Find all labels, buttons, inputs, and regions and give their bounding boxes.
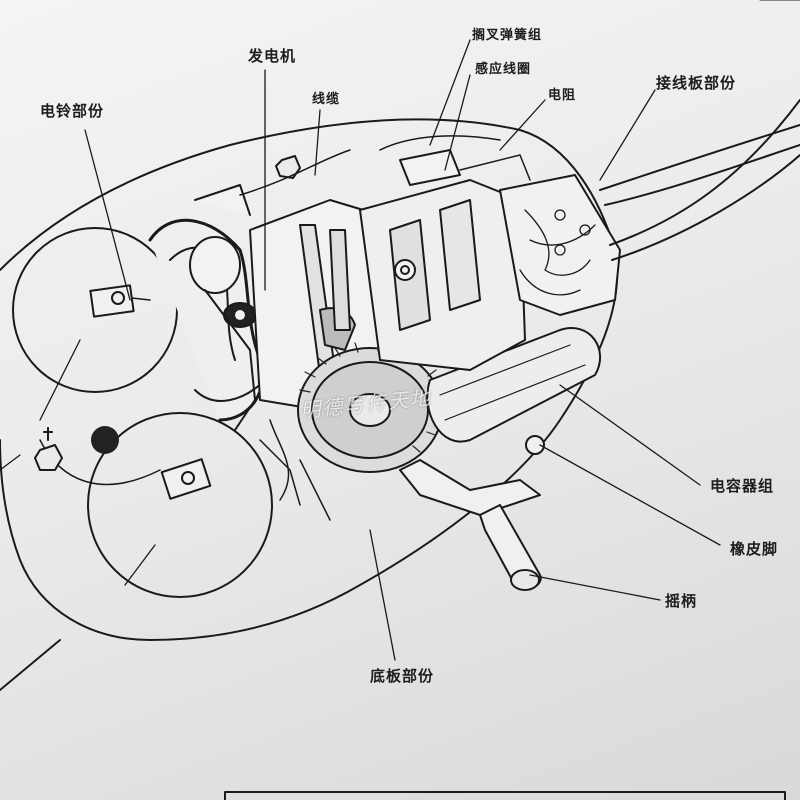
- capacitor-block: [426, 327, 601, 443]
- label-generator: 发电机: [248, 47, 297, 65]
- label-capacitor: 电容器组: [710, 477, 775, 495]
- external-cable: [599, 124, 800, 191]
- label-induction-coil: 感应线圈: [475, 62, 532, 77]
- bottom-frame: [224, 791, 786, 800]
- label-bell: 电铃部份: [40, 102, 105, 120]
- leader-rubber-foot: [539, 444, 721, 546]
- bell-right: [87, 412, 273, 598]
- base-plate-outline: [0, 118, 619, 641]
- label-terminal-board: 接线板部份: [656, 74, 737, 92]
- label-fork-spring: 搁叉弹簧组: [472, 28, 543, 43]
- leader-induction-coil: [444, 74, 471, 171]
- hex-bolt-left: [34, 444, 63, 471]
- leader-fork-spring: [429, 39, 471, 146]
- hex-bolt-top: [275, 155, 301, 179]
- label-base-plate: 底板部份: [370, 667, 435, 685]
- leader-cable: [314, 109, 321, 176]
- leader-terminal: [599, 89, 656, 181]
- leader-base: [369, 529, 396, 661]
- crank-arm: [399, 459, 541, 516]
- label-crank: 摇柄: [665, 592, 698, 610]
- bell-left: [12, 227, 178, 393]
- leader-crank: [529, 574, 661, 601]
- label-rubber-foot: 橡皮脚: [730, 540, 779, 558]
- leader-resistor: [499, 99, 546, 151]
- leader-capacitor: [559, 384, 701, 486]
- label-cable: 线缆: [312, 92, 341, 107]
- leader-bell: [84, 129, 131, 301]
- label-resistor: 电阻: [548, 88, 577, 103]
